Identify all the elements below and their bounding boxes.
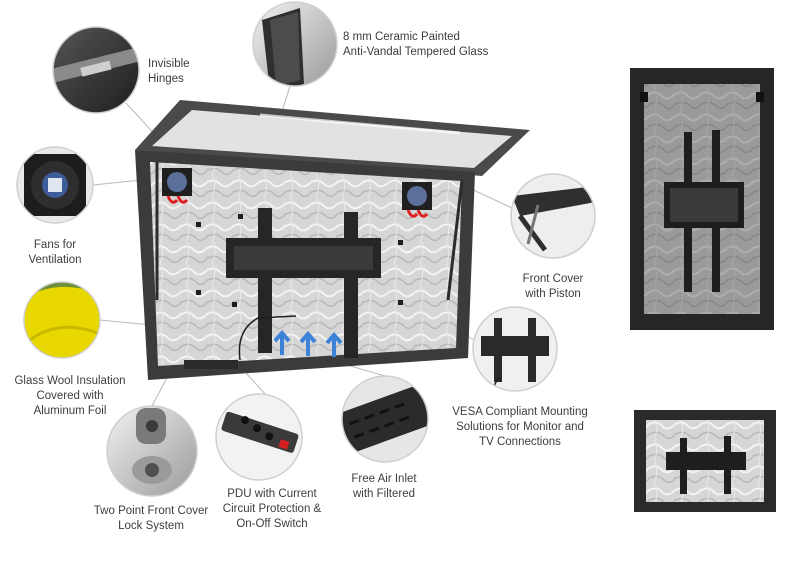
lock-icon xyxy=(106,405,198,497)
left-fan xyxy=(162,168,192,204)
airflow-arrows-icon xyxy=(273,329,343,357)
air-inlet-detail xyxy=(341,375,429,463)
piston-detail xyxy=(510,173,596,259)
vesa-detail xyxy=(472,306,558,392)
insulation-detail xyxy=(23,281,101,359)
main-enclosure xyxy=(135,100,530,380)
cooling-fan-icon xyxy=(16,146,94,224)
right-piston xyxy=(446,179,464,301)
power-strip-icon xyxy=(215,393,303,481)
enclosure-with-mount-view xyxy=(634,410,776,512)
glass-detail xyxy=(252,1,338,87)
right-fan xyxy=(402,182,432,218)
hinge-detail xyxy=(52,26,140,114)
pdu-in-cabinet xyxy=(184,360,238,369)
glass-pane xyxy=(152,110,512,168)
closed-enclosure-front-view xyxy=(630,68,774,330)
